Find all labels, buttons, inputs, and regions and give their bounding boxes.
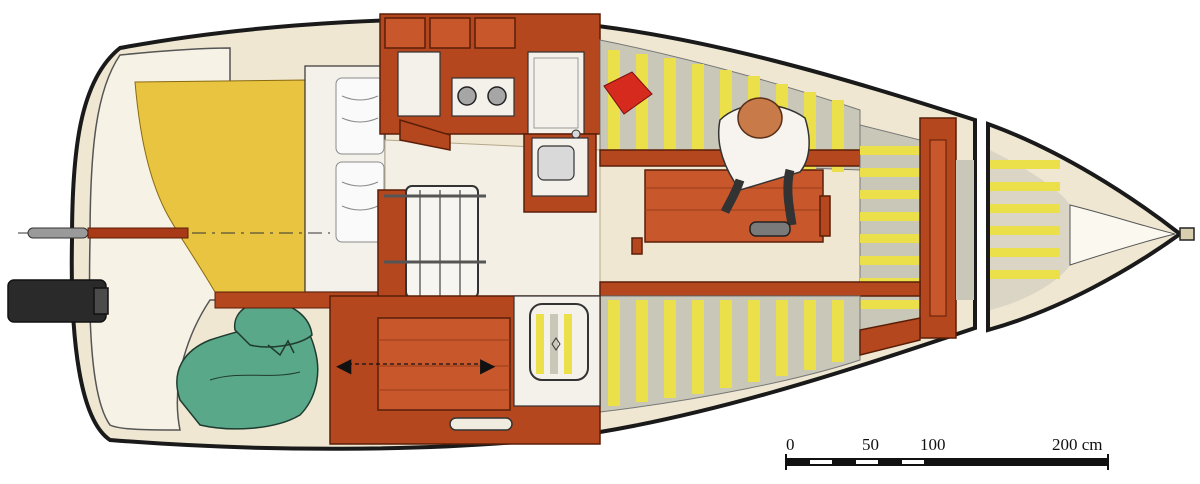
red-cushion bbox=[603, 71, 653, 115]
person-figure bbox=[718, 97, 810, 237]
pillow-icons bbox=[335, 77, 385, 243]
slide-left-arrow-icon: ◀ bbox=[336, 353, 352, 377]
cockpit-cushion bbox=[134, 79, 306, 293]
bow-fitting bbox=[1179, 227, 1195, 241]
toilet-seat-stripes bbox=[536, 314, 572, 374]
scale-label-0: 0 bbox=[786, 435, 795, 454]
hull-bow bbox=[986, 121, 1195, 333]
saloon-table bbox=[631, 169, 831, 255]
outboard-motor bbox=[7, 279, 109, 323]
sail-bags bbox=[176, 301, 319, 430]
scale-label-100: 100 bbox=[920, 435, 946, 454]
galley-sink bbox=[523, 129, 597, 213]
stove-burners bbox=[451, 77, 515, 117]
slide-right-arrow-icon: ▶ bbox=[480, 353, 496, 377]
bow-cushion-stripes bbox=[990, 160, 1060, 279]
sliding-arrow-icons: ◀ ▶ bbox=[336, 353, 496, 377]
galley bbox=[379, 13, 601, 213]
cockpit bbox=[7, 47, 386, 431]
scale-label-50: 50 bbox=[862, 435, 879, 454]
tiller bbox=[18, 227, 330, 239]
port-settee bbox=[599, 281, 921, 413]
companion-ladder bbox=[377, 185, 486, 301]
heads-toilet bbox=[513, 295, 601, 407]
scale-label-200cm: 200 cm bbox=[1052, 435, 1103, 454]
scale-bar bbox=[785, 454, 1109, 470]
